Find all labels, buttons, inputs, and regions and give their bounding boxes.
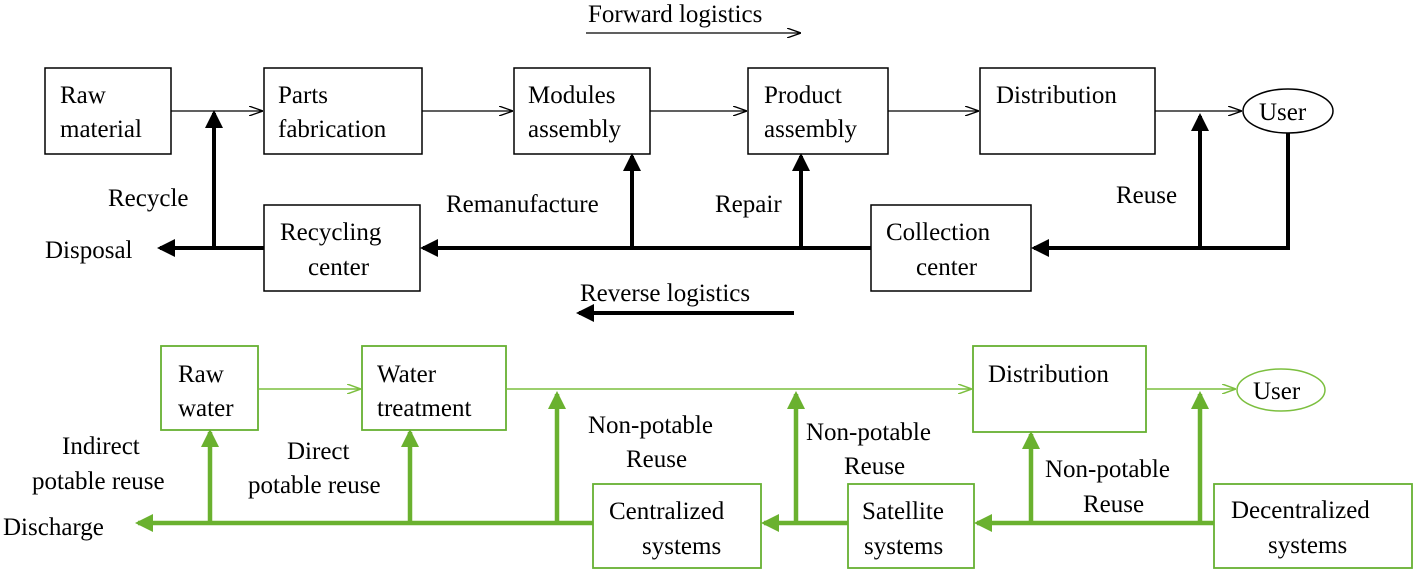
svg-text:Decentralized: Decentralized (1231, 497, 1370, 524)
svg-text:Raw: Raw (60, 82, 106, 109)
svg-text:systems: systems (642, 533, 721, 560)
bottom-diagram: Raw water Water treatment Distribution U… (3, 345, 1413, 569)
np-reuse-label-2a: Non-potable (806, 419, 931, 446)
forward-logistics-label: Forward logistics (588, 1, 762, 28)
box-distribution-top: Distribution (979, 67, 1156, 155)
svg-text:Parts: Parts (278, 82, 328, 109)
box-modules-assembly: Modules assembly (513, 67, 651, 155)
svg-text:treatment: treatment (377, 395, 471, 422)
np-reuse-label-3b: Reuse (1083, 491, 1144, 518)
svg-text:User: User (1259, 99, 1307, 126)
remanufacture-label: Remanufacture (446, 191, 599, 218)
svg-text:Distribution: Distribution (996, 82, 1117, 109)
repair-label: Repair (715, 191, 782, 218)
reverse-logistics-label: Reverse logistics (580, 280, 750, 307)
np-reuse-label-2b: Reuse (844, 453, 905, 480)
np-reuse-label-1a: Non-potable (588, 412, 713, 439)
direct-label-1: Direct (287, 438, 350, 465)
svg-text:Distribution: Distribution (988, 361, 1109, 388)
direct-label-2: potable reuse (248, 472, 381, 499)
box-distribution-bottom: Distribution (972, 345, 1147, 433)
svg-text:Recycling: Recycling (280, 219, 382, 246)
top-diagram: Forward logistics Raw material Parts fab… (44, 1, 1334, 322)
svg-text:User: User (1253, 378, 1301, 405)
svg-text:center: center (308, 254, 370, 281)
box-product-assembly: Product assembly (747, 67, 889, 155)
svg-text:systems: systems (864, 533, 943, 560)
svg-text:Raw: Raw (178, 361, 224, 388)
box-collection-center: Collection center (870, 204, 1032, 292)
svg-text:material: material (60, 116, 142, 143)
svg-text:Satellite: Satellite (862, 498, 944, 525)
svg-text:Centralized: Centralized (609, 498, 725, 525)
user-ellipse-bottom: User (1236, 368, 1326, 412)
svg-text:assembly: assembly (528, 116, 622, 143)
disposal-label: Disposal (45, 237, 133, 264)
recycle-label: Recycle (108, 185, 189, 212)
box-raw-material: Raw material (44, 67, 172, 155)
np-reuse-label-3a: Non-potable (1045, 456, 1170, 483)
svg-text:assembly: assembly (764, 116, 858, 143)
svg-text:water: water (178, 395, 234, 422)
svg-text:Product: Product (764, 82, 842, 109)
user-ellipse-top: User (1242, 88, 1334, 134)
reuse-label: Reuse (1116, 182, 1177, 209)
box-recycling-center: Recycling center (263, 204, 421, 292)
indirect-label-2: potable reuse (32, 468, 165, 495)
indirect-label-1: Indirect (62, 433, 140, 460)
svg-text:fabrication: fabrication (278, 116, 387, 143)
box-raw-water: Raw water (160, 345, 259, 431)
box-centralized-systems: Centralized systems (592, 483, 762, 569)
svg-text:Collection: Collection (886, 219, 991, 246)
svg-text:Modules: Modules (528, 82, 616, 109)
svg-text:Water: Water (377, 361, 437, 388)
box-parts-fabrication: Parts fabrication (263, 67, 423, 155)
svg-text:center: center (916, 254, 978, 281)
np-reuse-label-1b: Reuse (626, 446, 687, 473)
box-decentralized-systems: Decentralized systems (1213, 483, 1413, 569)
box-satellite-systems: Satellite systems (847, 483, 975, 569)
box-water-treatment: Water treatment (361, 345, 507, 431)
svg-text:systems: systems (1268, 532, 1347, 559)
discharge-label: Discharge (3, 514, 104, 541)
reverse-user-to-collection (1031, 133, 1290, 257)
